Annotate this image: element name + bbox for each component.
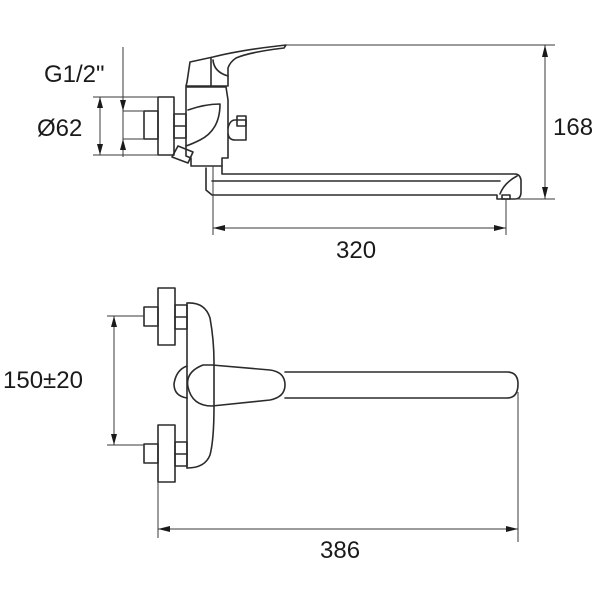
diverter-knob <box>227 119 247 141</box>
mixer-body-top <box>186 302 215 469</box>
thread-size-label: G1/2" <box>44 61 105 88</box>
spout-reach-label: 320 <box>336 237 376 264</box>
upper-pipe <box>143 306 159 327</box>
spout <box>205 165 522 200</box>
wall-flange <box>157 96 175 156</box>
mixer-body <box>185 86 229 167</box>
lever-handle-top <box>186 364 286 407</box>
aerator <box>501 194 511 200</box>
lever-handle <box>185 44 287 87</box>
side-view: G1/2" Ø62 168 320 <box>37 44 593 264</box>
lower-flange <box>157 424 176 483</box>
upper-flange <box>157 287 176 346</box>
height-label: 168 <box>553 114 593 141</box>
inlet-pipe <box>143 110 159 140</box>
lower-pipe <box>143 443 159 464</box>
flange-diameter-label: Ø62 <box>37 115 82 142</box>
spout-top <box>284 371 519 399</box>
overall-length-label: 386 <box>320 537 360 564</box>
top-view: 150±20 386 <box>3 287 519 564</box>
diverter-tab <box>236 115 247 127</box>
body-crescent <box>185 103 221 147</box>
inlet-spacing-label: 150±20 <box>3 367 83 394</box>
lower-bolt <box>171 145 194 164</box>
body-knob <box>173 365 188 399</box>
